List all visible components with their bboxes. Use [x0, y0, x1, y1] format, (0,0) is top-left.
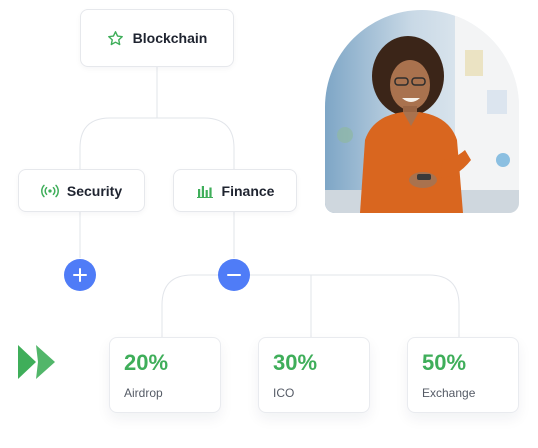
stat-card-airdrop: 20% Airdrop [109, 337, 221, 413]
stat-value: 50% [422, 350, 467, 375]
stat-label: ICO [273, 386, 295, 400]
stat-value: 20% [124, 350, 169, 375]
stat-label: Exchange [422, 386, 476, 400]
arrow-logo-icon [17, 345, 57, 384]
person-photo [325, 10, 519, 213]
stat-label: Airdrop [124, 386, 163, 400]
node-finance[interactable]: Finance [173, 169, 297, 212]
collapse-button[interactable] [218, 259, 250, 291]
node-blockchain[interactable]: Blockchain [80, 9, 234, 67]
broadcast-icon [40, 182, 59, 200]
expand-button[interactable] [64, 259, 96, 291]
node-label: Blockchain [132, 30, 208, 46]
plus-icon [73, 268, 87, 282]
bar-chart-icon [196, 182, 214, 200]
star-icon [107, 29, 125, 47]
node-label: Finance [221, 182, 275, 199]
node-label: Security [66, 182, 123, 199]
stat-card-ico: 30% ICO [258, 337, 370, 413]
minus-icon [227, 274, 241, 276]
node-security[interactable]: Security [18, 169, 145, 212]
stat-value: 30% [273, 350, 318, 375]
stat-card-exchange: 50% Exchange [407, 337, 519, 413]
